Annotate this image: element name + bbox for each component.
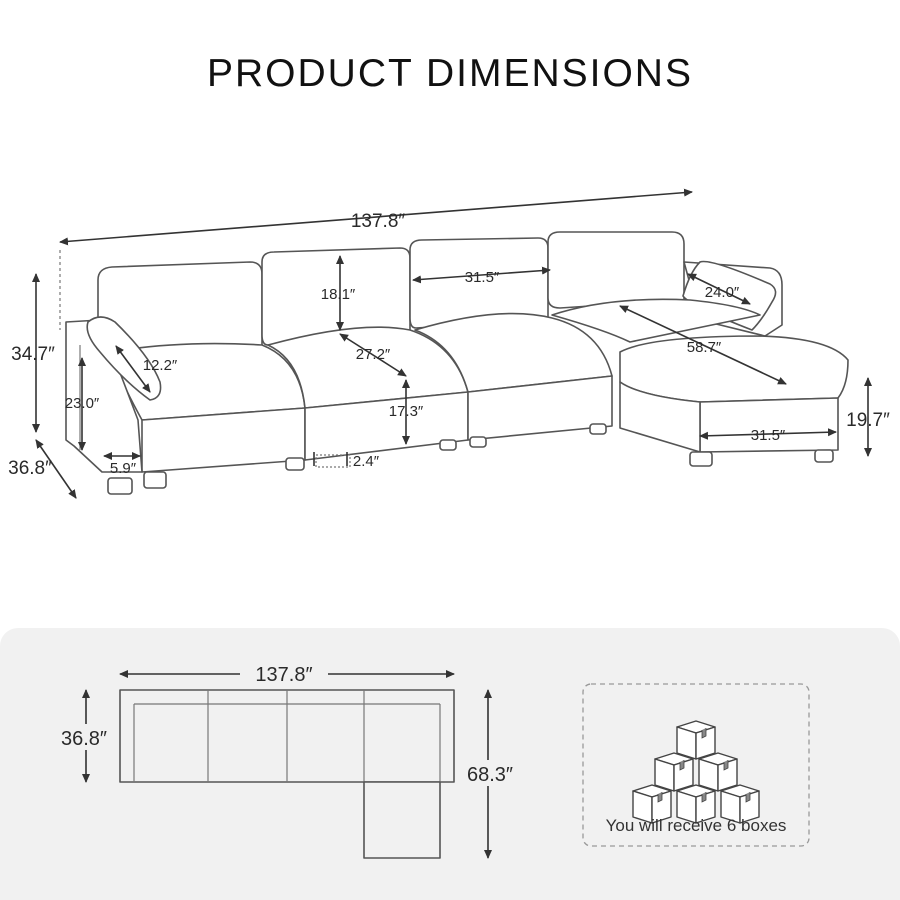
- leg: [469, 436, 487, 448]
- label-depth: 36.8″: [8, 458, 52, 479]
- side-dimension-labels: 137.8″ 34.7″ 36.8″ 23.0″ 12.2″ 5.9″ 18.1…: [8, 211, 890, 479]
- box-icon: [676, 784, 716, 824]
- base-front-3: [467, 375, 613, 441]
- base-front-1: [141, 407, 306, 473]
- label-ottoman-height: 19.7″: [846, 410, 890, 431]
- top-view: [82, 670, 492, 859]
- label-total-length: 137.8″: [351, 211, 406, 232]
- label-chaise-length: 58.7″: [687, 339, 722, 356]
- leg: [439, 439, 457, 451]
- box-icon: [720, 784, 760, 824]
- label-top-depth: 36.8″: [61, 728, 107, 750]
- leg: [689, 451, 713, 467]
- top-dimension-labels: 137.8″ 36.8″ 68.3″: [50, 660, 524, 786]
- boxes-info: [582, 683, 810, 847]
- page-title: PRODUCT DIMENSIONS: [207, 52, 693, 95]
- side-dimension-lines: [32, 188, 872, 499]
- label-seat-depth: 27.2″: [356, 346, 391, 363]
- label-height: 34.7″: [11, 344, 55, 365]
- box-icon: [676, 720, 716, 760]
- label-back-height: 18.1″: [321, 286, 356, 303]
- label-arm-height: 23.0″: [65, 395, 100, 412]
- boxes-stack: [632, 720, 760, 824]
- label-leg-height: 2.4″: [353, 453, 380, 470]
- top-chaise: [363, 781, 441, 859]
- label-seat-height: 17.3″: [389, 403, 424, 420]
- sofa-illustration: [65, 231, 849, 495]
- box-icon: [698, 752, 738, 792]
- leg: [814, 449, 834, 463]
- leg: [589, 423, 607, 435]
- label-arm-width: 5.9″: [110, 460, 137, 477]
- label-top-length: 137.8″: [255, 664, 312, 686]
- label-top-total-depth: 68.3″: [467, 764, 513, 786]
- label-pillow: 24.0″: [705, 284, 740, 301]
- back-cushion-4: [547, 231, 685, 309]
- boxes-caption: You will receive 6 boxes: [605, 816, 787, 835]
- label-back-width: 31.5″: [465, 269, 500, 286]
- seat-cushion-3: [414, 312, 613, 393]
- ottoman-top: [619, 335, 849, 403]
- label-pillow-arm: 12.2″: [143, 357, 178, 374]
- box-icon: [654, 752, 694, 792]
- leg: [107, 477, 133, 495]
- ottoman-side: [619, 381, 701, 453]
- leg: [143, 471, 167, 489]
- box-icon: [632, 784, 672, 824]
- label-ottoman-width: 31.5″: [751, 427, 786, 444]
- leg: [285, 457, 305, 471]
